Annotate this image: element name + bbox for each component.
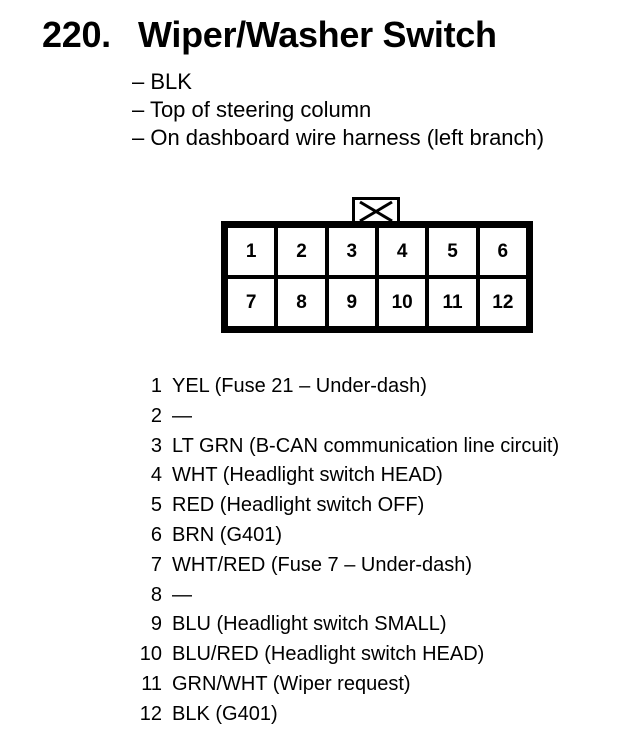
- pin-cell: 9: [328, 279, 375, 326]
- pin-row: 11 GRN/WHT (Wiper request): [132, 670, 559, 700]
- pin-number: 11: [141, 672, 162, 695]
- pin-description: BLU/RED (Headlight switch HEAD): [172, 643, 485, 666]
- pin-number: 12: [139, 702, 162, 725]
- pin-cell: 6: [479, 228, 526, 275]
- pin-number: 5: [150, 494, 162, 517]
- pin-description: WHT (Headlight switch HEAD): [172, 464, 443, 487]
- info-harness: – On dashboard wire harness (left branch…: [132, 125, 545, 150]
- connector-diagram: 1 2 3 4 5 6 7 8 9 10 11 12: [221, 221, 533, 333]
- title-text: Wiper/Washer Switch: [138, 14, 497, 55]
- pin-cell: 12: [479, 279, 526, 326]
- pin-cell: 3: [328, 228, 375, 275]
- pin-cell: 10: [378, 279, 426, 326]
- pin-row: 2—: [132, 402, 559, 432]
- pin-number: 10: [139, 643, 162, 666]
- pin-number: 8: [150, 583, 162, 606]
- pin-description: WHT/RED (Fuse 7 – Under-dash): [172, 553, 473, 576]
- pin-description: —: [172, 404, 192, 427]
- pin-number: 9: [150, 613, 162, 636]
- pin-row: 8—: [132, 581, 559, 611]
- pin-row: 3 LT GRN (B-CAN communication line circui…: [132, 432, 559, 462]
- pin-row: 4 WHT (Headlight switch HEAD): [132, 461, 559, 491]
- pin-cell: 8: [278, 279, 325, 326]
- pin-number: 6: [150, 523, 162, 546]
- pin-description: LT GRN (B-CAN communication line circuit…: [172, 434, 560, 457]
- connector-latch-icon: [352, 197, 400, 224]
- pin-row: 7 WHT/RED (Fuse 7 – Under-dash): [132, 551, 559, 581]
- pin-cell: 11: [429, 279, 476, 326]
- pin-cell: 4: [378, 228, 426, 275]
- pin-description: BLU (Headlight switch SMALL): [172, 613, 447, 636]
- pin-description: BRN (G401): [172, 523, 283, 546]
- pin-row: 9 BLU (Headlight switch SMALL): [132, 610, 559, 640]
- pin-description: GRN/WHT (Wiper request): [172, 672, 411, 695]
- pin-cell: 2: [278, 228, 325, 275]
- pin-number: 1: [150, 375, 162, 397]
- pin-number: 3: [150, 434, 162, 457]
- pin-description: —: [172, 583, 192, 606]
- connector-info: – BLK – Top of steering column – On dash…: [132, 68, 544, 152]
- pin-row: 6 BRN (G401): [132, 521, 559, 551]
- pin-row: 10 BLU/RED (Headlight switch HEAD): [132, 640, 559, 670]
- info-location: – Top of steering column: [132, 97, 372, 122]
- pin-cell: 1: [228, 228, 275, 275]
- pin-row: 1 YEL (Fuse 21 – Under-dash): [132, 372, 559, 402]
- pin-description: BLK (G401): [172, 702, 278, 725]
- info-color: – BLK: [132, 69, 192, 94]
- pin-number: 4: [150, 464, 162, 487]
- pin-description: RED (Headlight switch OFF): [172, 494, 425, 517]
- pin-number: 7: [150, 553, 162, 576]
- pin-row: 5 RED (Headlight switch OFF): [132, 491, 559, 521]
- pin-number: 2: [150, 404, 162, 427]
- page-title: 220. Wiper/Washer Switch: [42, 14, 497, 56]
- pin-row: 12 BLK (G401): [132, 700, 559, 730]
- pin-description: YEL (Fuse 21 – Under-dash): [172, 375, 427, 397]
- pin-cell: 5: [429, 228, 476, 275]
- title-number: 220.: [42, 14, 111, 55]
- pin-cell: 7: [228, 279, 275, 326]
